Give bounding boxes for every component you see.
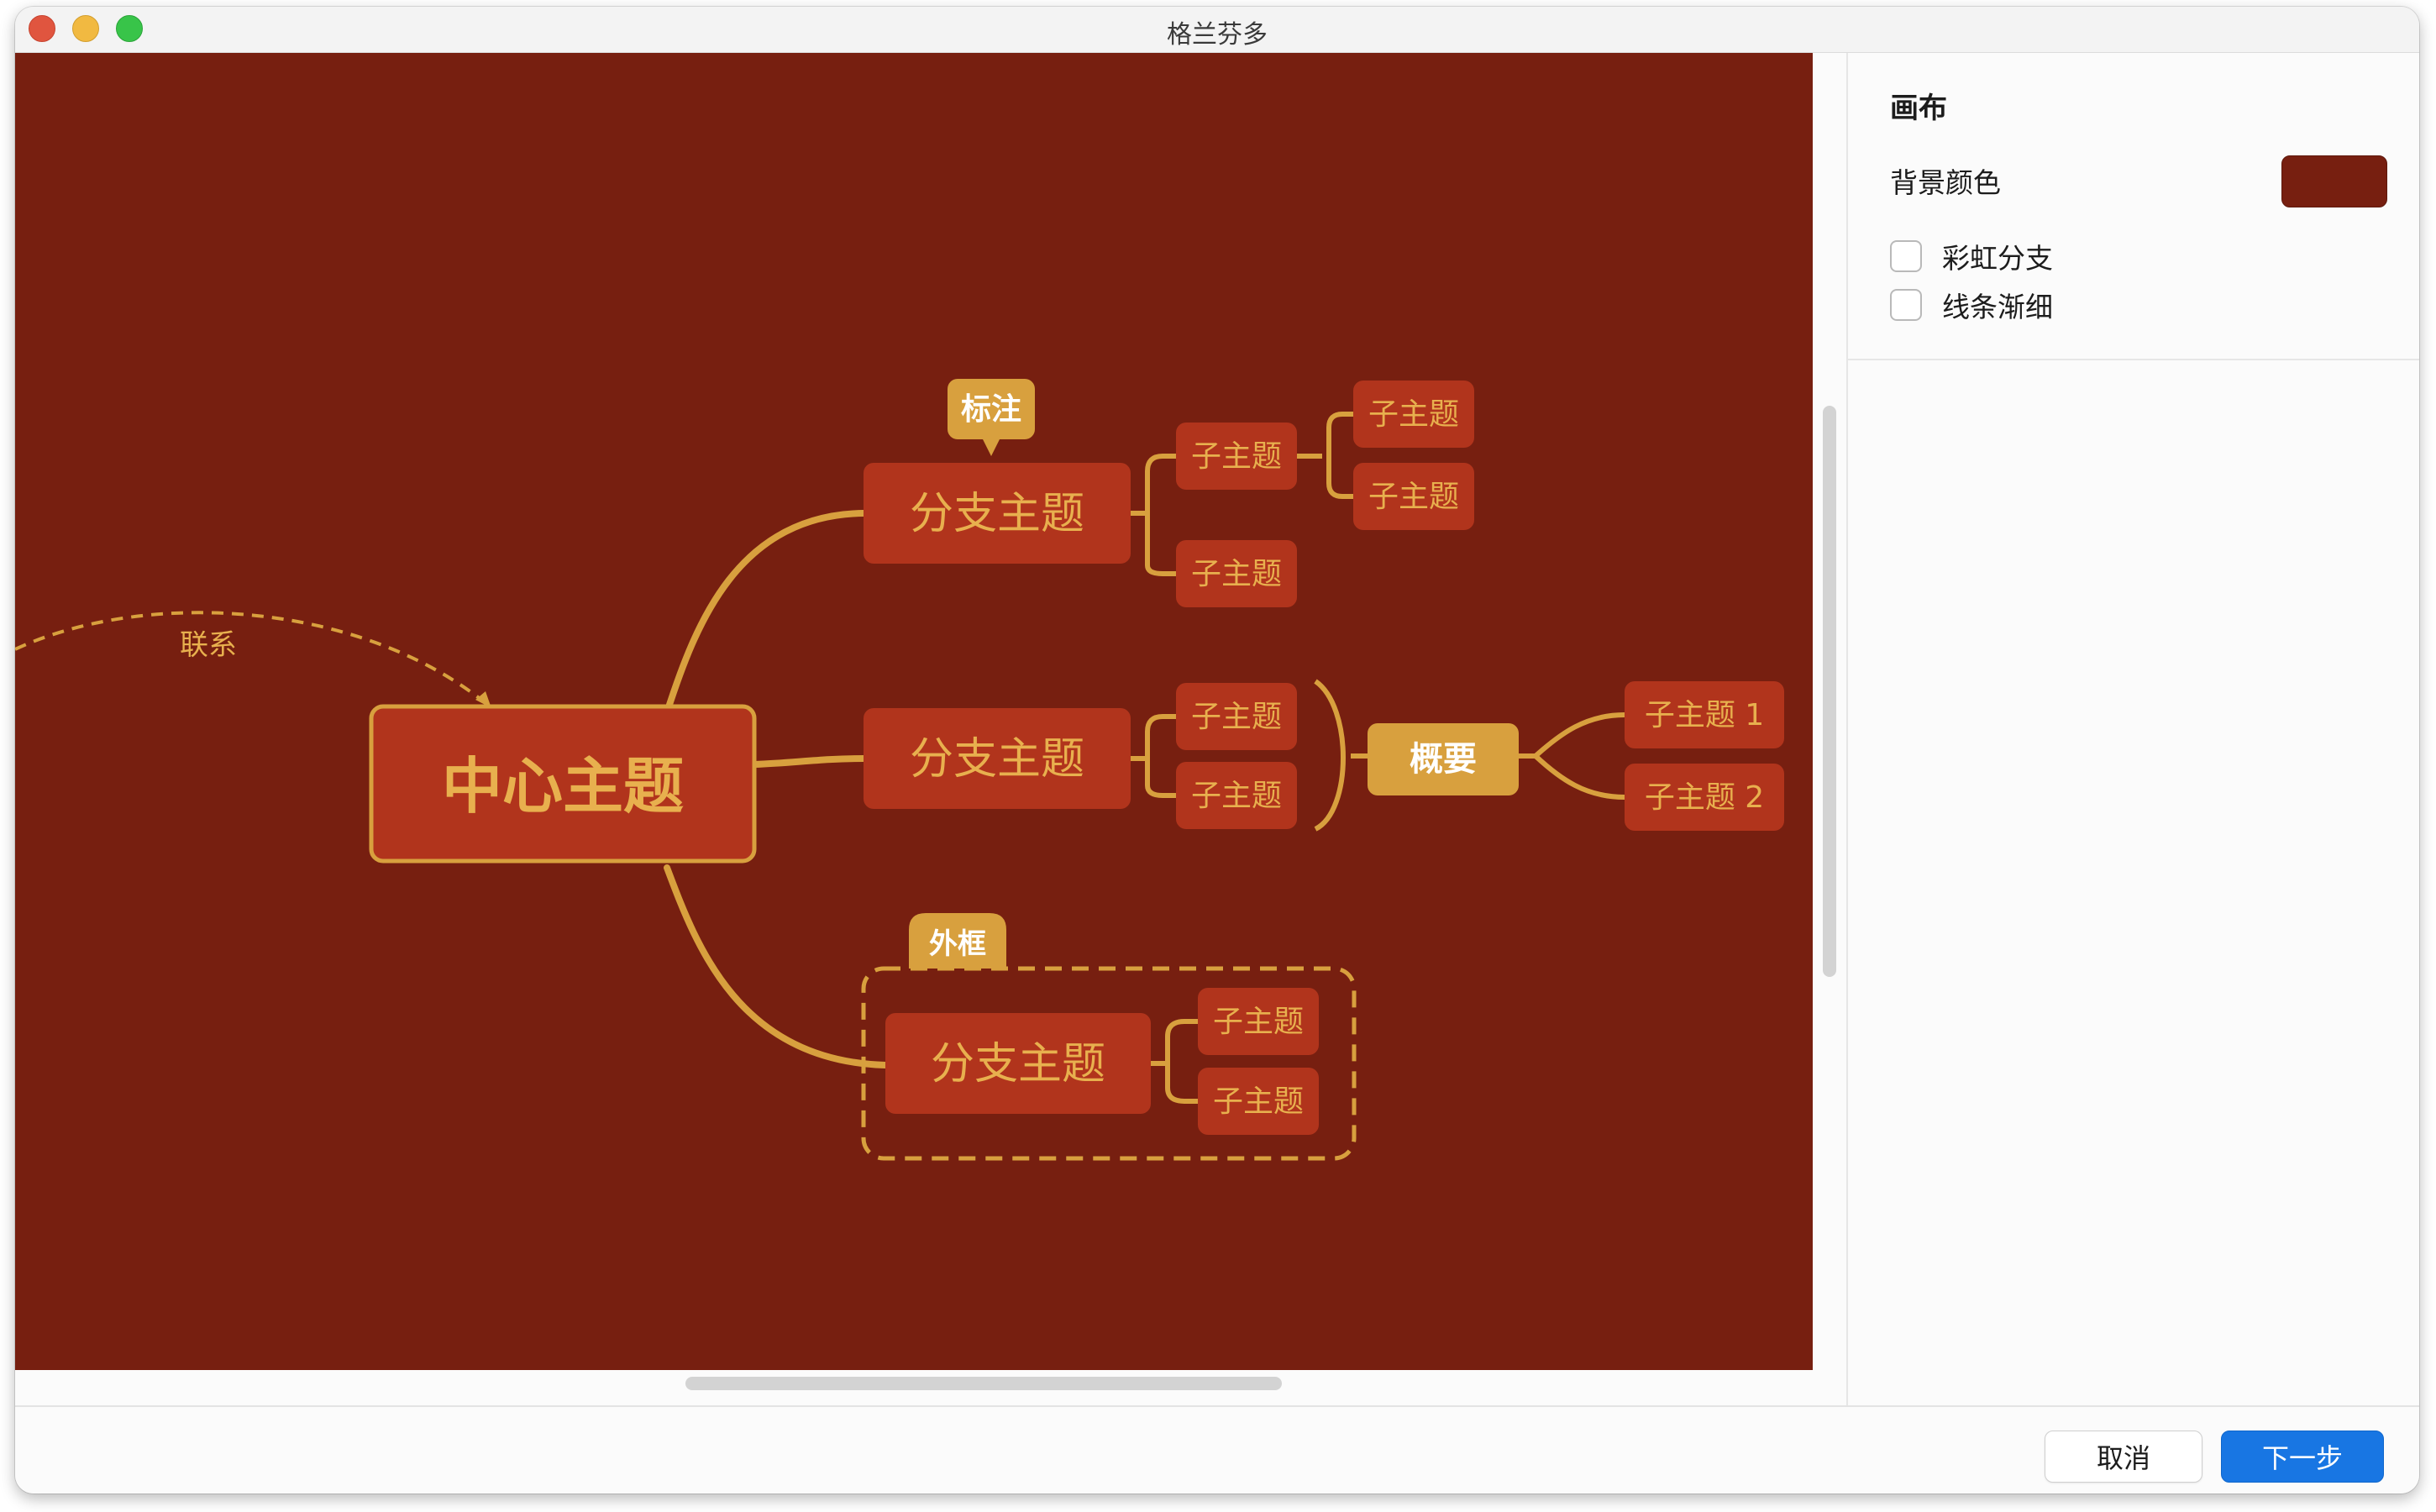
branch-topic-3[interactable]: 分支主题 [885,1013,1151,1114]
cancel-button[interactable]: 取消 [2045,1431,2202,1483]
branch2-children-connector [1131,679,1625,832]
panel-separator [1848,359,2419,360]
boundary-frame[interactable]: 外框 [861,913,1357,1161]
panel-title: 画布 [1890,92,1947,125]
branch-topic-3-label: 分支主题 [931,1039,1105,1089]
vertical-scrollbar[interactable] [1823,406,1836,977]
relationship-label[interactable]: 联系 [180,628,237,662]
summary-topic[interactable]: 概要 [1368,723,1519,795]
branch-topic-2[interactable]: 分支主题 [864,708,1131,809]
subtopic-label: 子主题 [1368,480,1459,514]
subtopic-label: 子主题 [1191,557,1282,591]
title-bar: 格兰芬多 [15,7,2419,53]
canvas-settings-panel: 画布 背景颜色 彩虹分支 线条渐细 [1848,53,2419,1405]
subtopic-label: 子主题 2 [1645,780,1764,815]
app-window: 格兰芬多 联系 [15,7,2419,1494]
subtopic[interactable]: 子主题 2 [1625,764,1784,831]
subtopic[interactable]: 子主题 [1353,381,1474,448]
subtopic[interactable]: 子主题 [1176,540,1297,607]
background-color-label: 背景颜色 [1890,166,2001,199]
branch-topic-1[interactable]: 分支主题 [864,463,1131,564]
footer-bar: 取消 下一步 [15,1405,2419,1494]
rainbow-branch-checkbox[interactable] [1890,240,1922,272]
close-window-button[interactable] [29,15,55,42]
subtopic-label: 子主题 [1368,397,1459,432]
summary-brace[interactable] [1314,679,1346,832]
window-title: 格兰芬多 [1167,20,1268,50]
subtopic[interactable]: 子主题 [1176,762,1297,829]
subtopic[interactable]: 子主题 1 [1625,681,1784,748]
rainbow-branch-label: 彩虹分支 [1942,242,2053,275]
tapered-lines-option[interactable]: 线条渐细 [1890,286,2053,323]
relationship-arrow-icon [475,691,491,708]
subtopic-label: 子主题 [1213,1084,1304,1119]
callout[interactable]: 标注 [948,379,1035,456]
subtopic[interactable]: 子主题 [1353,463,1474,530]
summary-topic-label: 概要 [1410,740,1477,779]
subtopic[interactable]: 子主题 [1198,988,1319,1055]
boundary-label[interactable]: 外框 [929,927,986,961]
branch-connectors [664,510,889,1068]
branch-topic-2-label: 分支主题 [910,734,1084,785]
horizontal-scrollbar[interactable] [685,1377,1282,1390]
subtopic-label: 子主题 [1191,700,1282,734]
callout-label: 标注 [961,392,1021,427]
mindmap-canvas[interactable]: 联系 [15,53,1813,1370]
next-button[interactable]: 下一步 [2221,1431,2384,1483]
central-topic-label: 中心主题 [442,751,684,822]
background-color-swatch[interactable] [2281,155,2387,207]
relationship-line[interactable]: 联系 [15,611,491,708]
minimize-window-button[interactable] [72,15,99,42]
tapered-lines-label: 线条渐细 [1942,291,2053,323]
zoom-window-button[interactable] [116,15,143,42]
subtopic[interactable]: 子主题 [1198,1068,1319,1135]
rainbow-branch-option[interactable]: 彩虹分支 [1890,238,2053,275]
subtopic[interactable]: 子主题 [1176,423,1297,490]
subtopic-label: 子主题 1 [1645,698,1764,732]
subtopic[interactable]: 子主题 [1176,683,1297,750]
tapered-lines-checkbox[interactable] [1890,289,1922,321]
subtopic-label: 子主题 [1191,439,1282,474]
branch3-children-connector [1151,1019,1198,1104]
branch-topic-1-label: 分支主题 [910,489,1084,539]
panel-divider [1846,53,1848,1405]
central-topic[interactable]: 中心主题 [369,704,757,864]
branch1-children-connector [1131,412,1353,576]
subtopic-label: 子主题 [1191,779,1282,813]
subtopic-label: 子主题 [1213,1005,1304,1039]
